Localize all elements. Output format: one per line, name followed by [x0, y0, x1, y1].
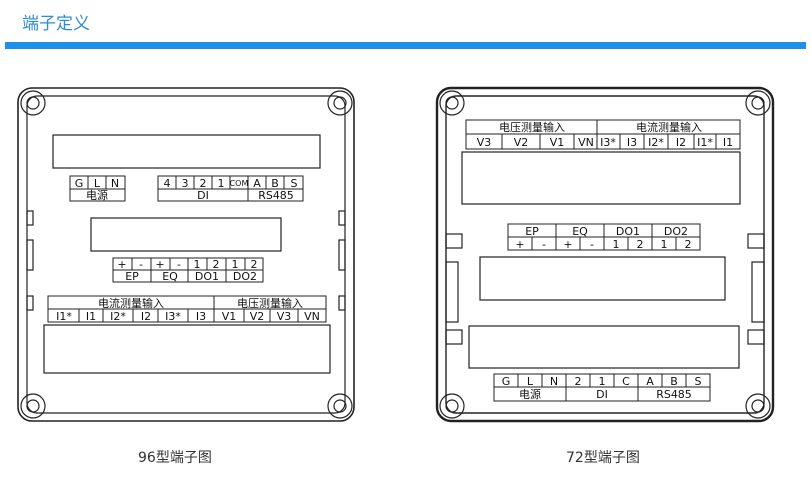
terminal-label: VN — [304, 310, 320, 323]
terminal-label: 1 — [218, 177, 225, 190]
terminal-label: V2 — [250, 310, 265, 323]
terminal-label: - — [177, 258, 181, 271]
terminal-label: S — [695, 375, 702, 388]
group-label: RS485 — [258, 189, 294, 202]
terminal-label: 2 — [200, 177, 207, 190]
group-label: DO1 — [616, 225, 640, 238]
terminal-label: G — [502, 375, 511, 388]
group-label: DO2 — [664, 225, 688, 238]
terminal-label: B — [670, 375, 678, 388]
terminal-label: + — [155, 258, 164, 271]
group-label: EQ — [162, 270, 178, 283]
terminal-label: COM — [230, 179, 249, 188]
terminal-label: 2 — [251, 258, 258, 271]
terminal-label: VN — [578, 136, 594, 149]
terminal-label: V3 — [277, 310, 292, 323]
group-label: EP — [125, 270, 139, 283]
terminal-label: I2 — [676, 136, 686, 149]
terminal-label: - — [542, 238, 546, 251]
corner-screw-icon — [20, 90, 353, 419]
terminal-label: I3 — [196, 310, 206, 323]
group-label: DI — [596, 388, 608, 401]
diagram-96 — [17, 87, 355, 422]
terminal-label: I1 — [723, 136, 733, 149]
group-label: EP — [525, 225, 539, 238]
terminal-label: 2 — [685, 238, 692, 251]
terminal-label: 2 — [213, 258, 220, 271]
terminal-block-power — [69, 175, 126, 202]
group-label: DO2 — [233, 270, 257, 283]
caption-96: 96型端子图 — [138, 450, 212, 466]
terminal-label: 1 — [194, 258, 201, 271]
terminal-label: I3* — [600, 136, 616, 149]
terminal-label: N — [550, 375, 558, 388]
terminal-label: I1* — [697, 136, 713, 149]
terminal-block-pulse-72 — [507, 223, 701, 251]
terminal-label: A — [646, 375, 654, 388]
terminal-label: V1 — [222, 310, 237, 323]
group-label: RS485 — [656, 388, 692, 401]
terminal-label: - — [590, 238, 594, 251]
terminal-label: + — [515, 238, 524, 251]
terminal-label: I3* — [165, 310, 181, 323]
group-label: 电压测量输入 — [499, 120, 565, 134]
terminal-label: I1 — [86, 310, 96, 323]
group-label: EQ — [572, 225, 588, 238]
terminal-label: 1 — [232, 258, 239, 271]
terminal-label: V2 — [514, 136, 529, 149]
terminal-label: 4 — [164, 177, 171, 190]
terminal-label: 1 — [661, 238, 668, 251]
terminal-label: C — [622, 375, 630, 388]
terminal-block-di-rs485 — [157, 175, 304, 202]
terminal-label: B — [271, 177, 279, 190]
title-divider — [5, 42, 806, 49]
terminal-label: - — [139, 258, 143, 271]
terminal-label: 2 — [637, 238, 644, 251]
terminal-block-bottom-72 — [493, 373, 711, 402]
terminal-label: L — [94, 177, 101, 190]
terminal-label: V3 — [477, 136, 492, 149]
terminal-label: G — [75, 177, 84, 190]
terminal-label: I1* — [56, 310, 72, 323]
group-label: 电压测量输入 — [237, 296, 303, 310]
terminal-label: A — [253, 177, 261, 190]
terminal-block-measurement — [47, 295, 327, 323]
diagram-72 — [435, 86, 775, 423]
terminal-label: + — [117, 258, 126, 271]
group-label: 电源 — [519, 387, 541, 401]
terminal-block-measurement-72 — [465, 119, 741, 150]
terminal-label: 1 — [613, 238, 620, 251]
terminal-label: I3 — [627, 136, 637, 149]
group-label: 电流测量输入 — [636, 120, 702, 134]
terminal-label: L — [527, 375, 534, 388]
terminal-label: 3 — [182, 177, 189, 190]
terminal-label: I2* — [110, 310, 126, 323]
terminal-label: V1 — [550, 136, 565, 149]
group-label: 电源 — [86, 188, 108, 202]
terminal-label: I2* — [648, 136, 664, 149]
terminal-label: N — [111, 177, 119, 190]
group-label: 电流测量输入 — [98, 296, 164, 310]
section-title: 端子定义 — [22, 14, 90, 34]
terminal-label: S — [291, 177, 298, 190]
terminal-label: I2 — [141, 310, 151, 323]
terminal-block-pulse — [112, 257, 264, 283]
group-label: DO1 — [195, 270, 219, 283]
terminal-label: + — [563, 238, 572, 251]
group-label: DI — [197, 189, 209, 202]
caption-72: 72型端子图 — [566, 450, 640, 466]
corner-screw-icon — [439, 90, 771, 419]
terminal-label: 2 — [575, 375, 582, 388]
terminal-label: 1 — [599, 375, 606, 388]
